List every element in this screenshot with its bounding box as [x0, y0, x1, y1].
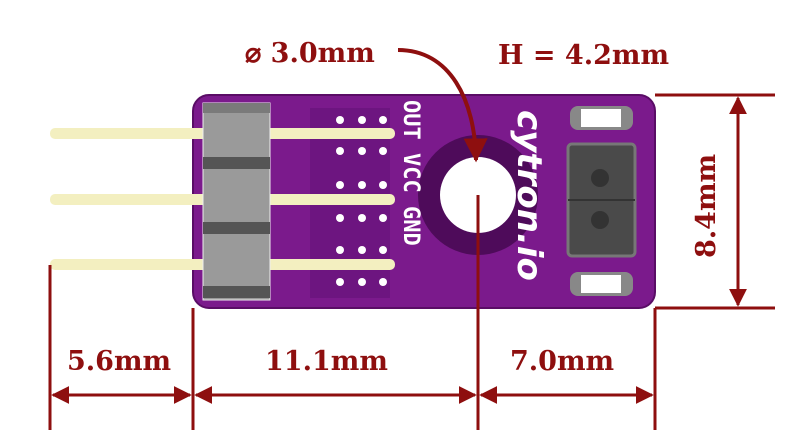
pin-labels: OUT VCC GND	[398, 100, 423, 246]
pcb-board: OUT VCC GND cytron.io	[50, 94, 656, 309]
hole-to-edge-label: 7.0mm	[510, 346, 614, 377]
board-width-label: 8.4mm	[691, 154, 722, 258]
hole-diameter-label: ⌀ 3.0mm	[245, 38, 375, 69]
dimension-lines	[48, 48, 775, 430]
brand-logo: cytron.io	[509, 110, 549, 281]
height-label: H = 4.2mm	[498, 40, 669, 71]
pin-header	[202, 102, 271, 301]
ir-sensor	[566, 106, 637, 296]
vias	[336, 116, 387, 286]
pin-to-hole-label: 11.1mm	[265, 346, 388, 377]
pin-length-label: 5.6mm	[67, 346, 171, 377]
